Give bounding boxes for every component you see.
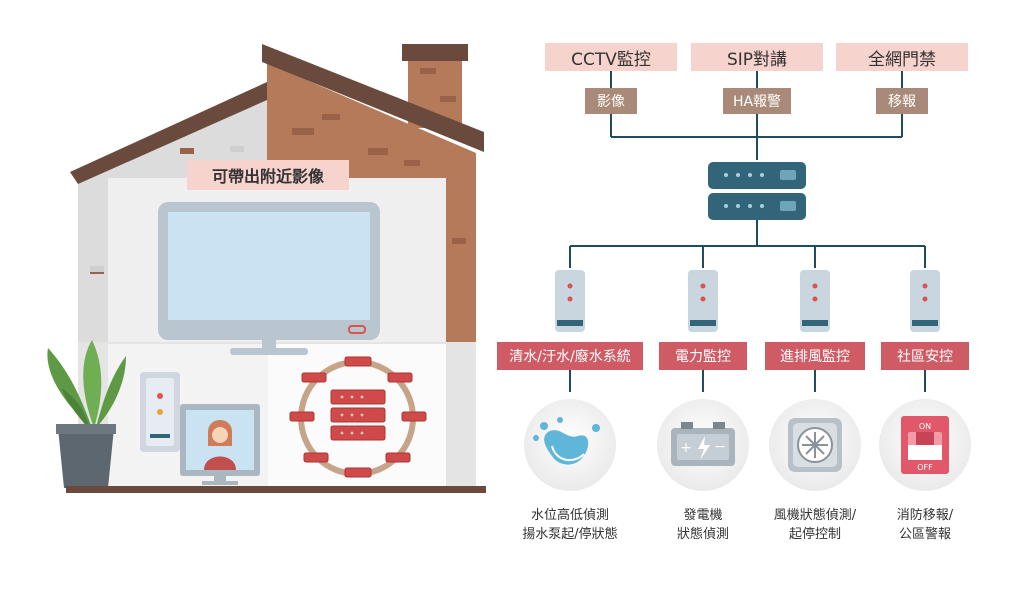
video-call-monitor <box>180 404 260 485</box>
access-sub-label: 移報 <box>876 88 928 114</box>
wall-bricks-light <box>90 146 244 272</box>
sip-intercom-label: SIP對講 <box>691 43 823 71</box>
switch-on-label: ON <box>919 422 931 431</box>
monitor-large <box>158 202 380 355</box>
device-unit <box>910 270 940 332</box>
ventilation-monitor-label: 進排風監控 <box>765 342 865 370</box>
svg-text:−: − <box>714 439 726 455</box>
house-floor <box>66 486 486 493</box>
central-server <box>708 162 806 220</box>
monitor-power-led <box>348 325 366 334</box>
house-illustration <box>47 44 486 493</box>
house-caption: 可帶出附近影像 <box>187 160 349 190</box>
roof <box>70 82 267 184</box>
device-unit <box>555 270 585 332</box>
sip-sub-label: HA報警 <box>723 88 791 114</box>
device-units <box>555 270 940 332</box>
connection-lines <box>569 71 926 392</box>
switch-off-label: OFF <box>917 463 933 472</box>
cctv-sub-label: 影像 <box>585 88 637 114</box>
cctv-system-label: CCTV監控 <box>545 43 677 71</box>
power-desc: 發電機 狀態偵測 <box>676 508 729 542</box>
water-desc: 水位高低偵測 揚水泵起/停狀態 <box>522 508 618 542</box>
ventilation-desc: 風機狀態偵測/ 起停控制 <box>773 508 857 542</box>
access-control-label: 全網門禁 <box>836 43 968 71</box>
security-desc: 消防移報/ 公區警報 <box>896 508 954 542</box>
server-cluster <box>289 356 427 478</box>
device-unit <box>688 270 718 332</box>
device-unit <box>800 270 830 332</box>
water-system-label: 清水/汙水/廢水系統 <box>497 342 643 370</box>
water-splash-icon <box>524 399 616 491</box>
battery-icon: + − <box>657 399 749 491</box>
potted-plant <box>47 340 126 488</box>
fan-icon <box>769 399 861 491</box>
community-security-label: 社區安控 <box>881 342 969 370</box>
roof-right <box>262 44 484 152</box>
chimney-cap <box>402 44 468 61</box>
switch-icon: ON OFF <box>879 399 971 491</box>
power-monitor-label: 電力監控 <box>659 342 747 370</box>
svg-text:+: + <box>680 440 692 456</box>
pc-tower <box>140 372 180 452</box>
